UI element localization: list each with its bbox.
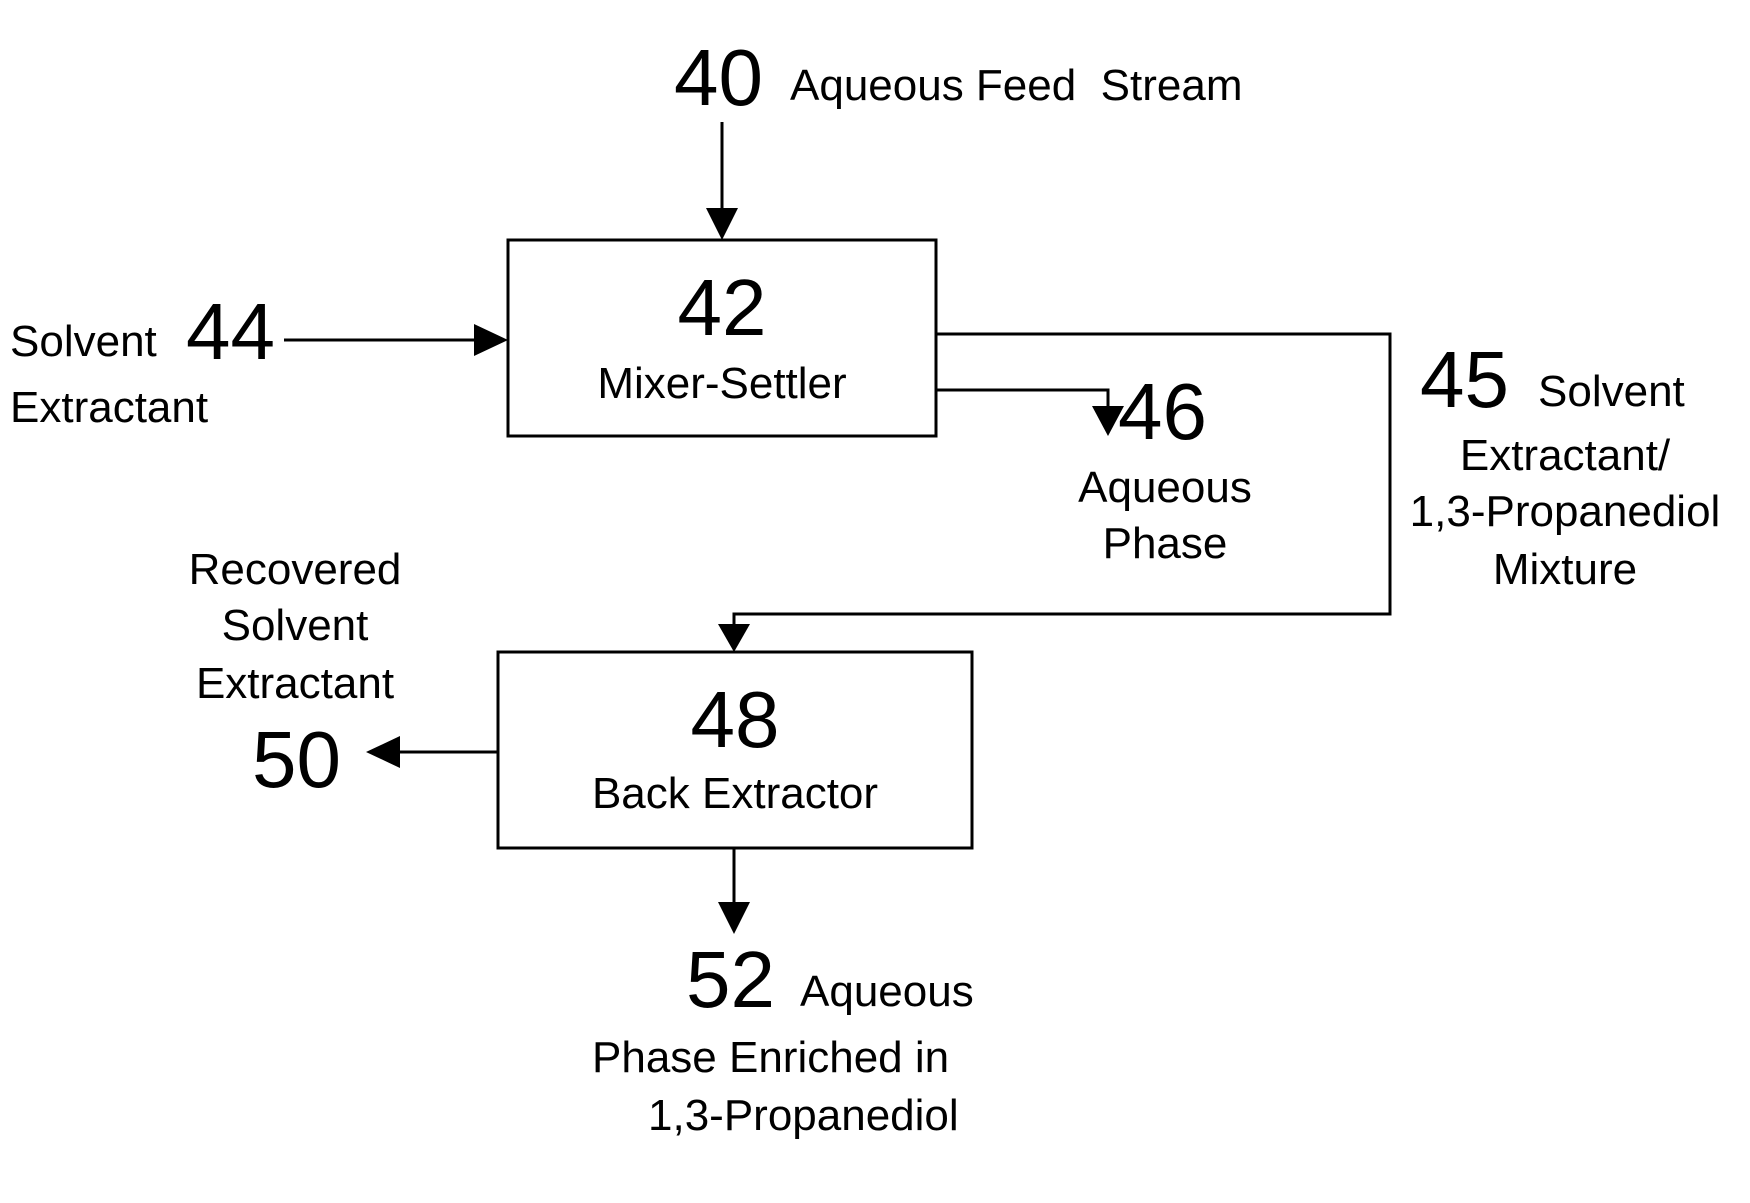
product-label-line3: 1,3-Propanediol <box>648 1094 959 1138</box>
product-number: 52 <box>686 940 775 1020</box>
aqueous-phase-label-line2: Phase <box>1040 522 1290 566</box>
mixture-label-line3: 1,3-Propanediol <box>1390 490 1740 534</box>
feed-stream-arrowhead <box>706 208 738 240</box>
mixture-label-line1: Solvent <box>1538 370 1685 414</box>
feed-label: Aqueous Feed Stream <box>790 64 1242 108</box>
mixer-settler-number: 42 <box>508 268 936 348</box>
product-label-line1: Aqueous <box>800 970 974 1014</box>
mixer-settler-label: Mixer-Settler <box>508 362 936 406</box>
aqueous-phase-label-line1: Aqueous <box>1040 466 1290 510</box>
mixture-number: 45 <box>1420 340 1509 420</box>
feed-number: 40 <box>674 38 763 118</box>
solvent-in-label-line1: Solvent <box>10 320 157 364</box>
product-arrowhead <box>718 902 750 934</box>
aqueous-phase-number: 46 <box>1118 372 1207 452</box>
mixture-arrowhead <box>718 624 750 652</box>
recovered-label-line3: Extractant <box>160 662 430 706</box>
back-extractor-number: 48 <box>498 680 972 760</box>
back-extractor-label: Back Extractor <box>498 772 972 816</box>
solvent-in-arrowhead <box>474 324 508 356</box>
recovered-label-line2: Solvent <box>160 604 430 648</box>
product-label-line2: Phase Enriched in <box>592 1036 949 1080</box>
aqueous-phase-line <box>936 390 1108 410</box>
solvent-in-label-line2: Extractant <box>10 386 208 430</box>
recovered-number: 50 <box>252 720 341 800</box>
solvent-in-number: 44 <box>186 292 275 372</box>
mixture-label-line2: Extractant/ <box>1390 434 1740 478</box>
mixture-label-line4: Mixture <box>1390 548 1740 592</box>
recovered-solvent-arrowhead <box>366 736 400 768</box>
recovered-label-line1: Recovered <box>160 548 430 592</box>
